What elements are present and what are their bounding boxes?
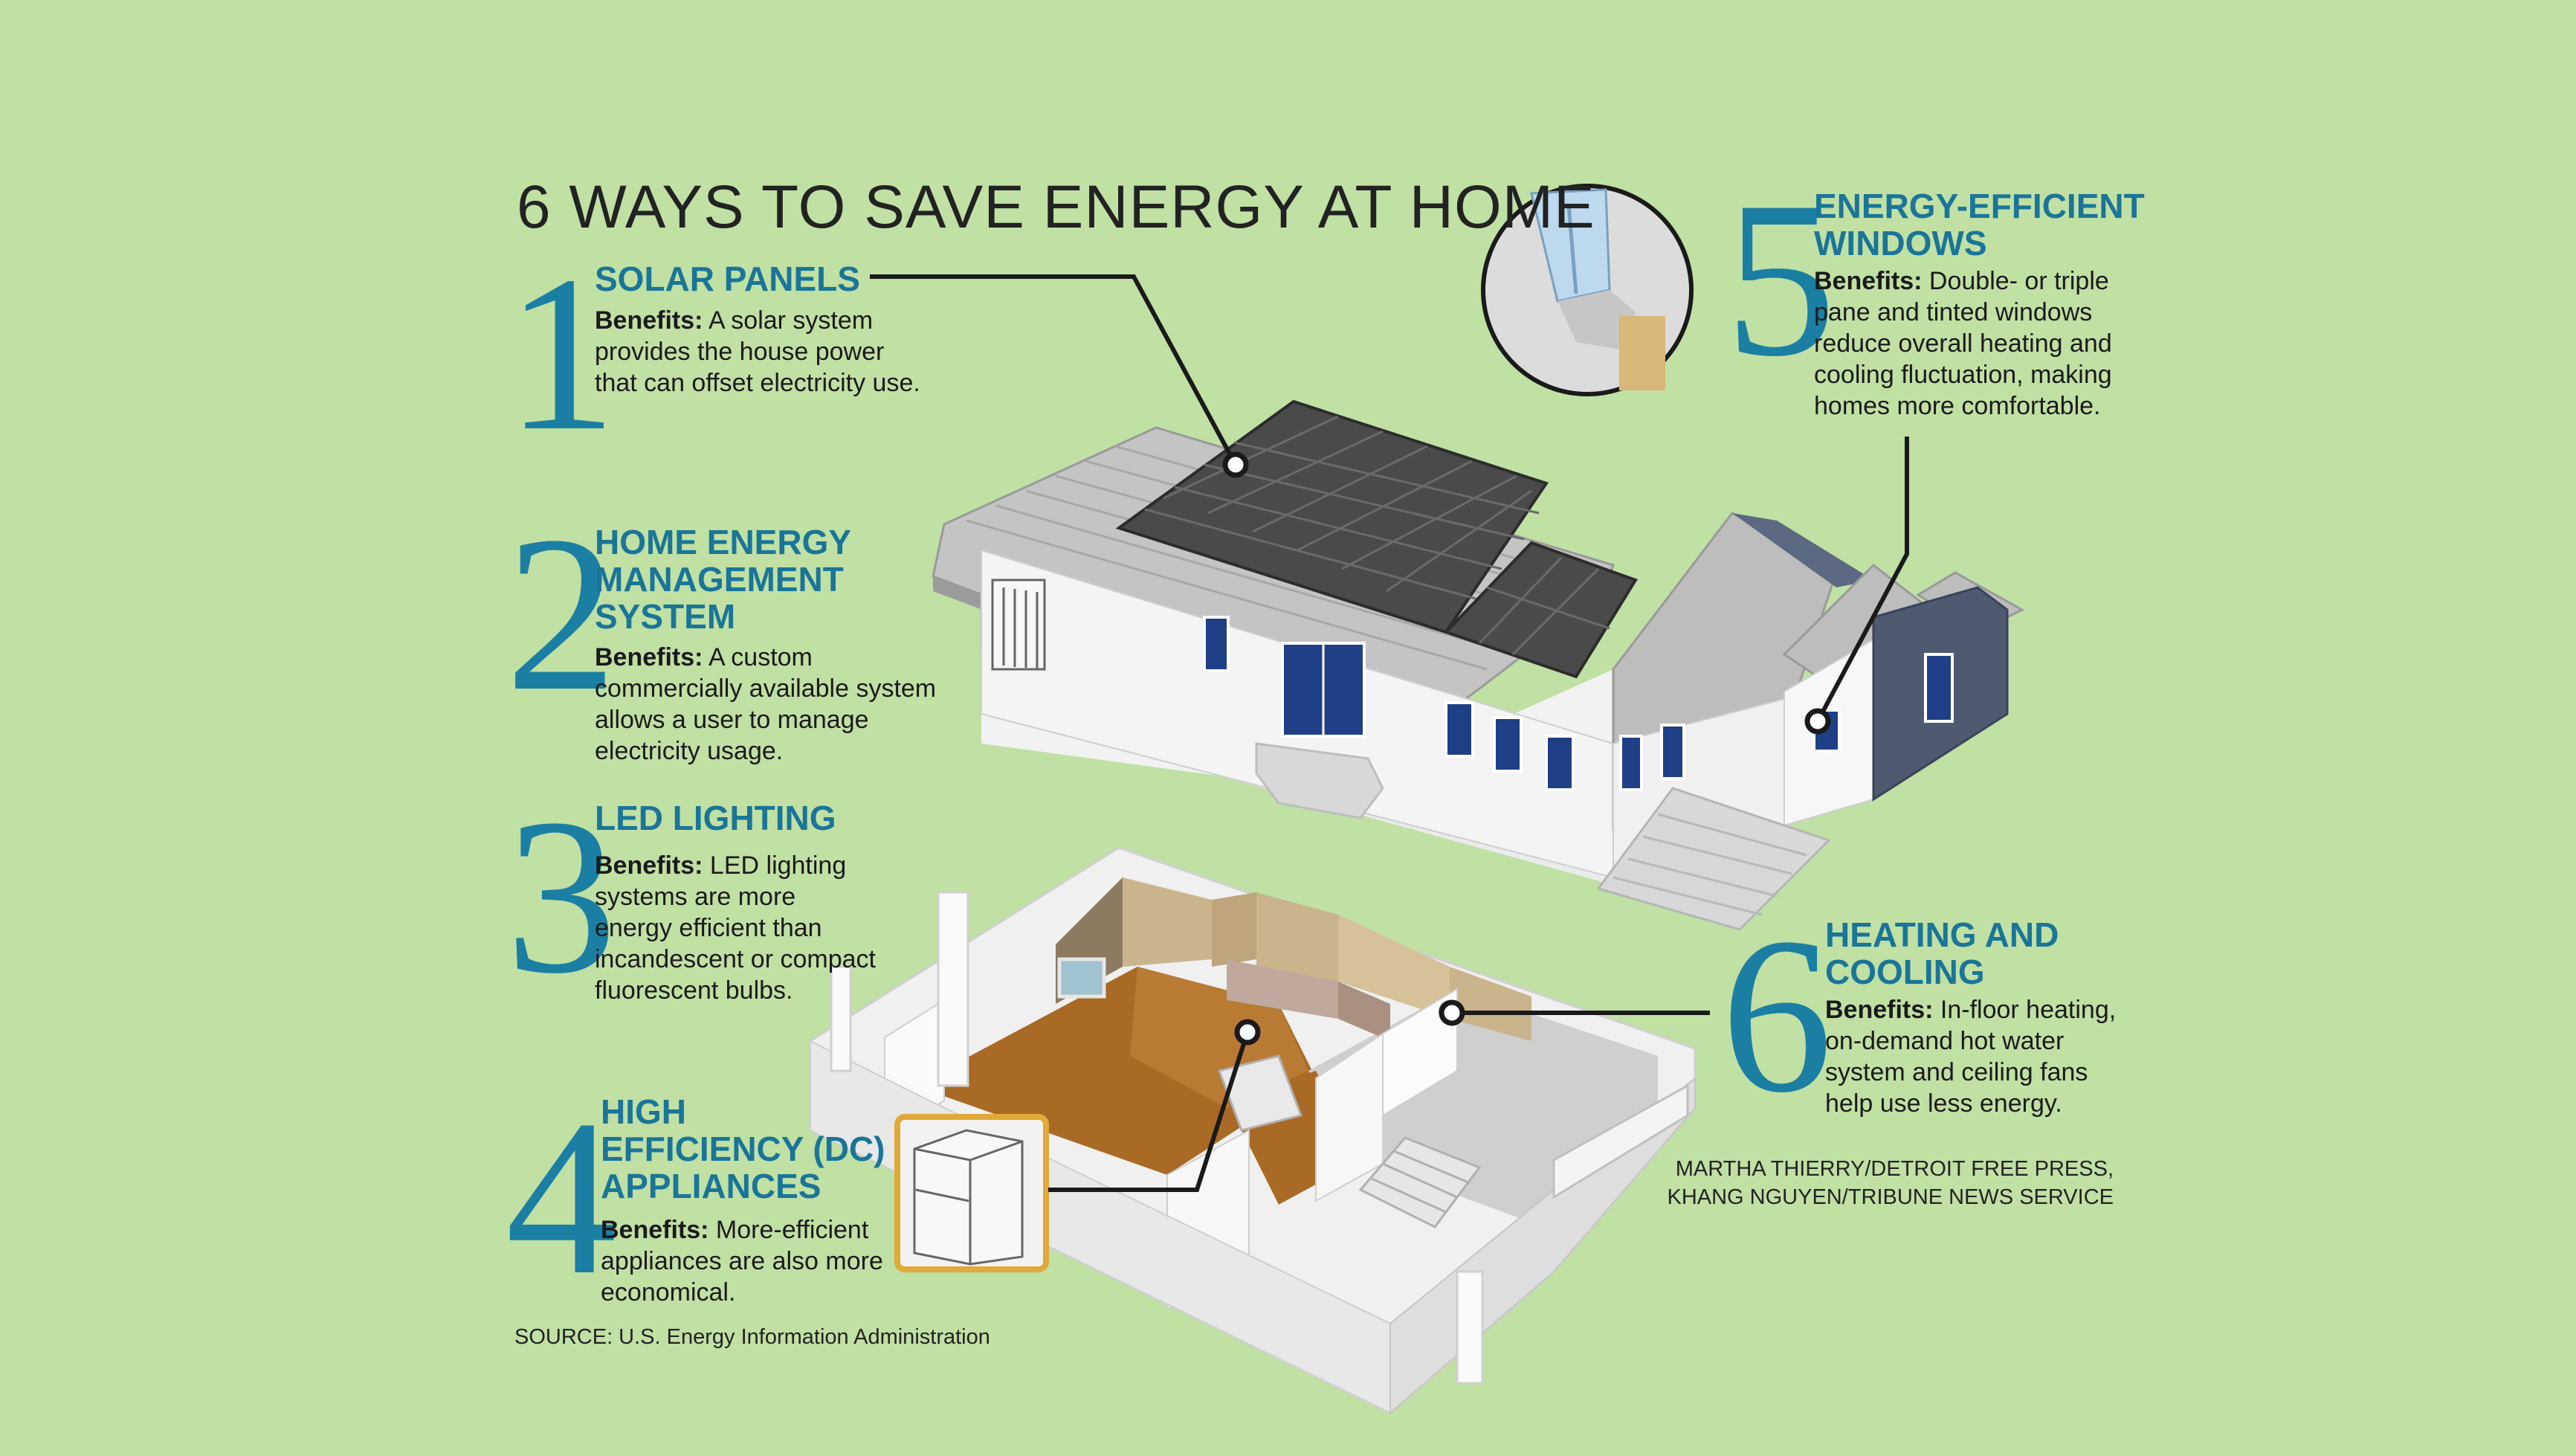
- house-illustration: [932, 399, 2025, 931]
- floor-plan-cutaway: [809, 846, 1697, 1415]
- section-4-number: 4: [506, 1074, 617, 1321]
- section-3-benefits-label: Benefits:: [595, 851, 703, 880]
- credit-line-2: KHANG NGUYEN/TRIBUNE NEWS SERVICE: [1667, 1185, 2114, 1209]
- section-6-number: 6: [1721, 892, 1833, 1138]
- section-2-title: HOME ENERGY MANAGEMENT SYSTEM: [595, 523, 851, 636]
- section-3-title: LED LIGHTING: [595, 799, 836, 837]
- section-6-benefits-label: Benefits:: [1825, 996, 1934, 1024]
- credit-line-1: MARTHA THIERRY/DETROIT FREE PRESS,: [1675, 1157, 2114, 1181]
- section-5-title: ENERGY-EFFICIENT WINDOWS: [1814, 187, 2145, 262]
- section-4-title: HIGH EFFICIENCY (DC) APPLIANCES: [601, 1092, 885, 1205]
- window-detail-inset: [1481, 184, 1694, 396]
- section-1-title: SOLAR PANELS: [595, 260, 860, 298]
- section-6-title: HEATING AND COOLING: [1825, 915, 2059, 991]
- section-2-number: 2: [506, 490, 617, 737]
- section-5-text: Double- or triple pane and tinted window…: [1814, 267, 2112, 420]
- callout-lines: [870, 274, 1909, 1192]
- section-3-text: LED lighting systems are more energy eff…: [595, 851, 876, 1005]
- section-1-number: 1: [506, 230, 617, 477]
- source-note: SOURCE: U.S. Energy Information Administ…: [514, 1325, 990, 1349]
- section-1-text: A solar system provides the house power …: [595, 306, 920, 397]
- section-2-text: A custom commercially available system a…: [595, 643, 937, 765]
- section-4-body: Benefits: More-efficient appliances are …: [601, 1214, 883, 1308]
- section-2-body: Benefits: A custom commercially availabl…: [595, 642, 966, 767]
- section-1-body: Benefits: A solar system provides the ho…: [595, 305, 922, 399]
- callout-dots: [1222, 451, 1831, 1046]
- refrigerator-inset: [894, 1114, 1049, 1272]
- section-5-number: 5: [1725, 155, 1836, 402]
- section-5-benefits-label: Benefits:: [1814, 267, 1923, 295]
- main-title: 6 WAYS TO SAVE ENERGY AT HOME: [517, 173, 1595, 241]
- section-1-benefits-label: Benefits:: [595, 306, 703, 335]
- section-2-benefits-label: Benefits:: [595, 643, 703, 671]
- section-5-body: Benefits: Double- or triple pane and tin…: [1814, 265, 2141, 422]
- section-6-text: In-floor heating, on-demand hot water sy…: [1825, 996, 2117, 1118]
- section-6-body: Benefits: In-floor heating, on-demand ho…: [1825, 994, 2130, 1119]
- section-3-number: 3: [506, 773, 617, 1019]
- section-3-body: Benefits: LED lighting systems are more …: [595, 850, 877, 1006]
- section-4-benefits-label: Benefits:: [601, 1216, 709, 1244]
- section-4-text: More-efficient appliances are also more …: [601, 1216, 883, 1307]
